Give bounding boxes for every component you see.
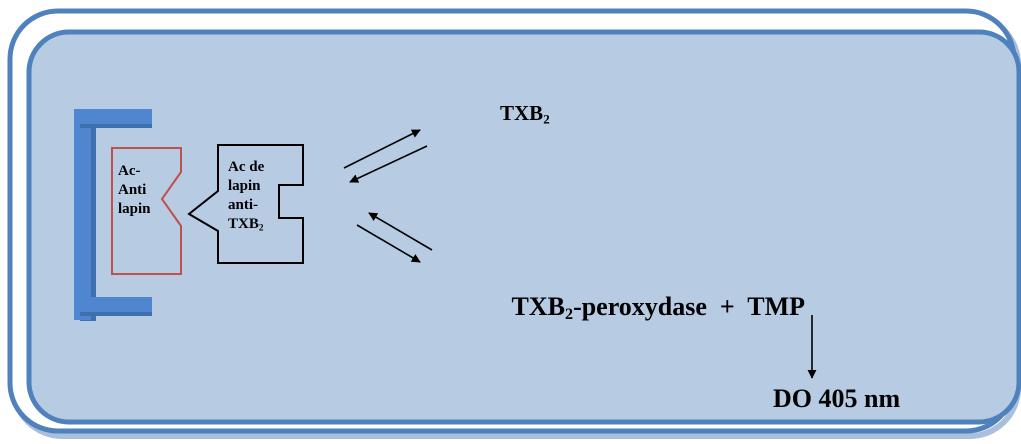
tracer-main: TXB: [511, 292, 565, 321]
well-plate-bracket: [74, 109, 152, 321]
tracer-substrate-label: TXB2-peroxydase + TMP: [486, 262, 806, 352]
secondary-antibody-txb-sub: 2: [258, 223, 264, 234]
free-analyte-sub: 2: [543, 111, 550, 127]
secondary-antibody-line3: anti-: [228, 197, 258, 213]
primary-antibody-shape: [111, 147, 182, 275]
tracer-sub: 2: [565, 306, 574, 324]
secondary-antibody-line4: TXB2: [228, 215, 264, 234]
primary-antibody-line1: Ac-: [118, 163, 141, 179]
secondary-antibody-label: Ac de lapin anti- TXB2: [228, 158, 264, 234]
primary-antibody-line3: lapin: [118, 201, 151, 217]
free-analyte-main: TXB: [500, 101, 544, 125]
equilibrium-arrow-forward-lower: [356, 224, 421, 263]
secondary-antibody-line1: Ac de: [228, 159, 265, 175]
secondary-antibody-shape: [187, 144, 304, 264]
absorbance-readout-label: DO 405 nm: [773, 384, 901, 413]
secondary-antibody-txb: TXB: [228, 216, 259, 232]
equilibrium-arrow-reverse-upper: [349, 145, 428, 183]
free-analyte-label: TXB2: [500, 101, 550, 125]
tracer-rest: -peroxydase + TMP: [573, 292, 806, 321]
equilibrium-arrow-forward-upper: [343, 129, 421, 169]
primary-antibody-label: Ac- Anti lapin: [118, 162, 151, 219]
equilibrium-arrow-reverse-lower: [368, 212, 433, 251]
primary-antibody-line2: Anti: [118, 182, 147, 198]
inner-panel: [26, 29, 1021, 425]
secondary-antibody-line2: lapin: [228, 178, 261, 194]
